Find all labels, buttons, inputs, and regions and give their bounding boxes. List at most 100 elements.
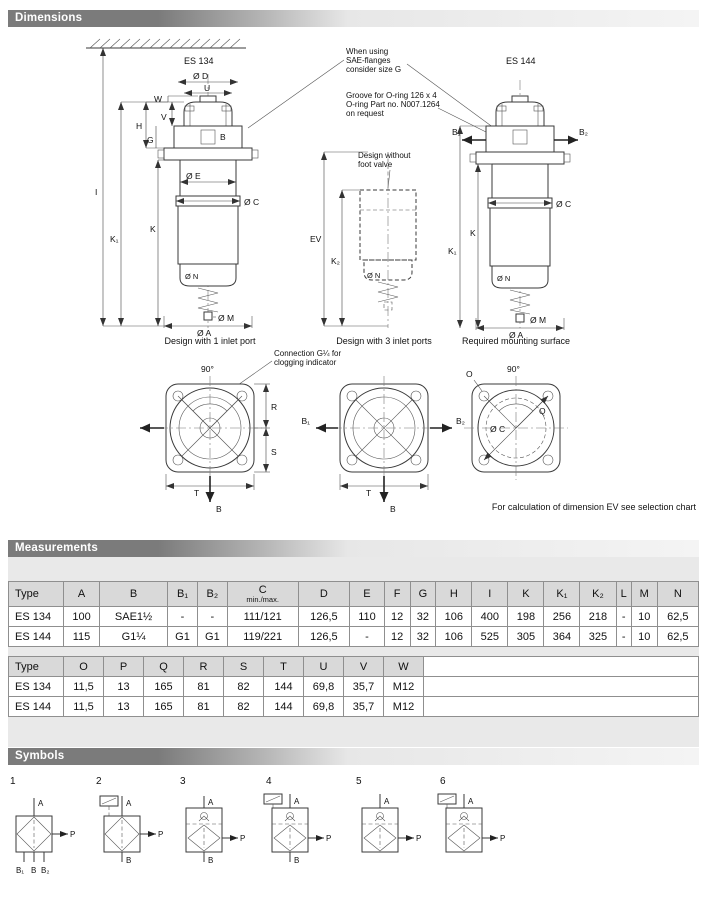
column-header: U bbox=[303, 656, 344, 677]
table-cell: 11,5 bbox=[63, 676, 104, 697]
table-cell: 100 bbox=[62, 606, 101, 627]
dim-label-a-right: Ø A bbox=[509, 330, 524, 340]
note-conn-line1: Connection G¼ for bbox=[274, 349, 341, 358]
port-label-b-bottom: B bbox=[390, 504, 396, 514]
port-p: P bbox=[70, 830, 75, 839]
dim-label-t2: T bbox=[366, 488, 371, 498]
port-a: A bbox=[38, 799, 44, 808]
table-cell: 62,5 bbox=[656, 626, 700, 647]
table-cell: - bbox=[615, 606, 632, 627]
dim-label-e: Ø E bbox=[186, 171, 201, 181]
port-label-b2: B₂ bbox=[456, 416, 465, 426]
column-header: N bbox=[656, 581, 700, 607]
filler-cell bbox=[423, 696, 699, 717]
table-cell: 106 bbox=[435, 626, 473, 647]
port-label-b1: B₁ bbox=[301, 416, 310, 426]
dim-label-ev: EV bbox=[310, 234, 322, 244]
table-cell: 62,5 bbox=[656, 606, 700, 627]
column-header: K bbox=[507, 581, 545, 607]
port-a: A bbox=[384, 797, 390, 806]
symbol-4-number: 4 bbox=[266, 776, 272, 787]
port-a: A bbox=[294, 797, 300, 806]
dim-label-v: V bbox=[161, 112, 167, 122]
symbol-5-number: 5 bbox=[356, 776, 362, 787]
table-cell: SAE1½ bbox=[99, 606, 169, 627]
note-groove-line3: on request bbox=[346, 109, 385, 118]
column-header: D bbox=[297, 581, 351, 607]
port-b1: B₁ bbox=[16, 866, 24, 875]
table-cell: 106 bbox=[435, 606, 473, 627]
es134-side-view: ES 134 Ø D U B Ø E Ø C Ø N Ø M Ø A bbox=[95, 48, 259, 338]
dim-label-q: Q bbox=[539, 406, 546, 416]
table-cell: ES 144 bbox=[8, 696, 64, 717]
table-cell: 198 bbox=[507, 606, 545, 627]
dim-label-m: Ø M bbox=[218, 313, 234, 323]
port-p: P bbox=[158, 830, 163, 839]
symbol-6-number: 6 bbox=[440, 776, 446, 787]
port-b: B bbox=[294, 856, 299, 865]
dim-label-r: R bbox=[271, 402, 277, 412]
ceiling-hatch bbox=[86, 38, 246, 49]
section-header-symbols: Symbols bbox=[8, 748, 699, 765]
symbol-2-number: 2 bbox=[96, 776, 102, 787]
angle-label-90: 90° bbox=[201, 364, 214, 374]
symbol-4: 4 A P B bbox=[263, 776, 331, 865]
table-cell: 126,5 bbox=[297, 626, 351, 647]
table-cell: 364 bbox=[543, 626, 581, 647]
column-header: R bbox=[183, 656, 224, 677]
column-header: O bbox=[63, 656, 104, 677]
table-cell: 165 bbox=[143, 696, 184, 717]
note-foot-line1: Design without bbox=[358, 151, 411, 160]
dim-label-m-right: Ø M bbox=[530, 315, 546, 325]
table-cell: M12 bbox=[383, 696, 424, 717]
dim-label-i: I bbox=[95, 187, 97, 197]
table-cell: 525 bbox=[471, 626, 509, 647]
dim-label-n-variant: Ø N bbox=[367, 271, 380, 280]
column-header: H bbox=[435, 581, 473, 607]
note-sae-line2: SAE-flanges bbox=[346, 56, 390, 65]
table-cell: 82 bbox=[223, 696, 264, 717]
port-p: P bbox=[416, 834, 421, 843]
port-p: P bbox=[326, 834, 331, 843]
table-cell: M12 bbox=[383, 676, 424, 697]
port-a: A bbox=[126, 799, 132, 808]
column-header: W bbox=[383, 656, 424, 677]
port-label-b: B bbox=[216, 504, 222, 514]
dim-label-o: O bbox=[466, 369, 473, 379]
dim-label-u: U bbox=[204, 83, 210, 93]
table-cell: - bbox=[615, 626, 632, 647]
symbol-3: 3 A P B bbox=[180, 776, 245, 865]
table-cell: 165 bbox=[143, 676, 184, 697]
table-cell: 305 bbox=[507, 626, 545, 647]
table-cell: 119/221 bbox=[226, 626, 299, 647]
symbol-5: 5 A P bbox=[356, 776, 421, 853]
table-cell: 69,8 bbox=[303, 696, 344, 717]
es134-label: ES 134 bbox=[184, 56, 214, 66]
table-cell: 400 bbox=[471, 606, 509, 627]
table-cell: 69,8 bbox=[303, 676, 344, 697]
table-cell: 144 bbox=[263, 696, 304, 717]
view-mounting-surface: Required mounting surface 90° O Ø C Q bbox=[462, 336, 570, 480]
column-header: M bbox=[630, 581, 658, 607]
column-header: F bbox=[383, 581, 411, 607]
note-sae-line1: When using bbox=[346, 47, 388, 56]
table-cell: 13 bbox=[103, 696, 144, 717]
table-cell: 13 bbox=[103, 676, 144, 697]
table-cell: 126,5 bbox=[297, 606, 351, 627]
table-cell: - bbox=[349, 626, 385, 647]
table-cell: 256 bbox=[543, 606, 581, 627]
port-b: B bbox=[126, 856, 131, 865]
table-cell: G1¼ bbox=[99, 626, 169, 647]
note-foot-line2: foot valve bbox=[358, 160, 393, 169]
port-p: P bbox=[500, 834, 505, 843]
dim-label-b1: B₁ bbox=[452, 127, 461, 137]
dim-label-d: Ø D bbox=[193, 71, 208, 81]
view-3-inlet-ports: Design with 3 inlet ports B₁ B₂ T B bbox=[301, 336, 465, 514]
